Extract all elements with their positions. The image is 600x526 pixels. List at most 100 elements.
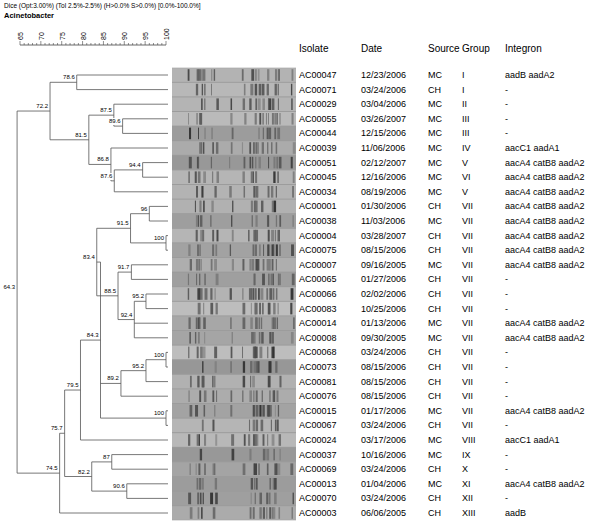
tree-branch: [166, 410, 168, 411]
gel-band: [253, 405, 255, 417]
table-cell: MC: [428, 69, 442, 81]
tree-branch: [114, 191, 168, 192]
tree-branch: [134, 323, 168, 324]
gel-band: [278, 69, 279, 81]
table-cell: aacA4 catB8 aadA2: [505, 317, 585, 329]
tree-branch: [65, 390, 81, 391]
gel-band: [268, 98, 271, 110]
gel-band: [250, 376, 251, 388]
table-cell: MC: [428, 317, 442, 329]
gel-band: [199, 434, 200, 446]
gel-band: [276, 390, 278, 402]
gel-band: [199, 390, 201, 402]
table-cell: 10/16/2006: [361, 449, 406, 461]
gel-band: [249, 420, 250, 432]
gel-band: [210, 288, 212, 300]
table-cell: AC00066: [299, 288, 337, 300]
table-cell: 12/15/2006: [361, 127, 406, 139]
gel-band: [244, 157, 246, 169]
gel-band: [242, 259, 244, 271]
tree-branch: [134, 301, 146, 302]
gel-band: [231, 215, 232, 227]
tree-branch: [114, 126, 123, 127]
similarity-value: 90.6: [112, 483, 126, 490]
ruler-tick: [145, 41, 146, 45]
gel-band: [204, 390, 207, 402]
gel-band: [256, 478, 258, 490]
tree-branch: [65, 476, 92, 477]
gel-band: [251, 171, 253, 183]
table-cell: VII: [462, 259, 473, 271]
gel-band: [279, 215, 281, 227]
tree-branch: [134, 337, 168, 338]
gel-band: [253, 507, 254, 519]
tree-branch: [127, 483, 168, 484]
organism-name: Acinetobacter: [4, 11, 54, 20]
gel-band: [255, 171, 256, 183]
table-cell: VII: [462, 230, 473, 242]
gel-band: [243, 376, 246, 388]
gel-band: [213, 507, 216, 519]
gel-band: [199, 478, 201, 490]
gel-band: [195, 201, 196, 213]
similarity-value: 75.7: [50, 425, 64, 432]
gel-band: [274, 493, 277, 505]
table-cell: 03/24/2006: [361, 492, 406, 504]
gel-band: [268, 230, 270, 242]
column-header: Group: [462, 43, 490, 55]
gel-band: [269, 507, 271, 519]
gel-band: [231, 434, 234, 446]
gel-band: [231, 361, 232, 373]
table-cell: aacA4 catB8 aadA2: [505, 478, 585, 490]
gel-band: [252, 215, 253, 227]
gel-band: [273, 390, 276, 402]
gel-band: [276, 142, 278, 154]
gel-band: [204, 274, 205, 286]
tree-branch: [17, 111, 18, 473]
chart-title: Dice (Opt:3.00%) (Tol 2.5%-2.5%) (H>0.0%…: [4, 2, 201, 10]
table-cell: XII: [462, 492, 473, 504]
gel-band: [195, 405, 198, 417]
scale-tick: 100: [163, 28, 170, 40]
gel-band: [262, 303, 263, 315]
gel-band: [278, 84, 279, 96]
ruler-tick: [136, 43, 137, 45]
gel-band: [197, 157, 199, 169]
gel-band: [202, 420, 204, 432]
gel-band: [267, 434, 268, 446]
gel-band: [212, 420, 214, 432]
tree-branch: [166, 352, 168, 353]
gel-band: [196, 84, 198, 96]
table-cell: MC: [428, 434, 442, 446]
gel-band: [232, 201, 233, 213]
gel-band: [215, 434, 217, 446]
gel-band: [214, 259, 217, 271]
table-cell: AC00038: [299, 215, 337, 227]
scale-tick: 80: [79, 32, 86, 40]
ruler-tick: [82, 41, 83, 45]
gel-band: [253, 186, 255, 198]
gel-band: [197, 347, 198, 359]
tree-branch: [143, 162, 168, 163]
gel-band: [211, 128, 213, 140]
gel-band: [190, 507, 193, 519]
gel-band: [274, 201, 276, 213]
tree-branch: [131, 242, 166, 243]
table-cell: CH: [428, 200, 441, 212]
gel-band: [277, 171, 279, 183]
table-cell: AC00069: [299, 463, 337, 475]
gel-band: [249, 259, 251, 271]
table-cell: CH: [428, 507, 441, 519]
gel-band: [272, 98, 275, 110]
table-cell: VI: [462, 171, 471, 183]
gel-band: [198, 317, 200, 329]
similarity-value: 86.8: [96, 156, 110, 163]
similarity-value: 100: [153, 352, 165, 359]
table-cell: VII: [462, 361, 473, 373]
gel-band: [202, 376, 204, 388]
table-cell: AC00008: [299, 332, 337, 344]
gel-band: [293, 317, 295, 329]
gel-band: [199, 142, 201, 154]
gel-band: [256, 201, 258, 213]
gel-band: [267, 142, 269, 154]
